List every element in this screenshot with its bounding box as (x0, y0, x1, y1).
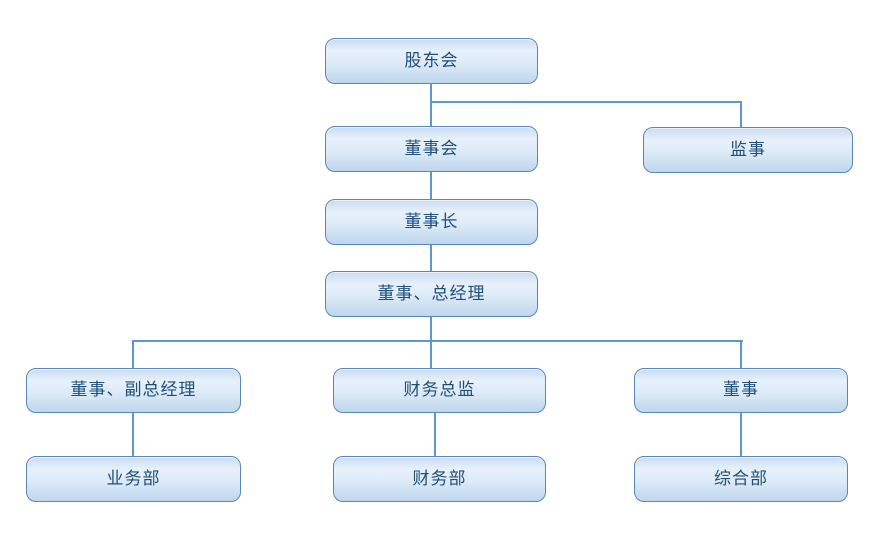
org-node-label: 财务部 (412, 468, 467, 489)
connector-drop-deputy-gm (132, 340, 134, 369)
connector-gm-stem (430, 316, 432, 369)
org-node-director-deputy-general-manager[interactable]: 董事、副总经理 (26, 368, 241, 413)
org-node-label: 董事长 (404, 211, 459, 232)
connector-branch-to-supervisor (431, 101, 742, 103)
connector-director-to-general-dept (740, 412, 742, 457)
org-node-label: 董事、总经理 (377, 283, 486, 304)
org-node-label: 业务部 (106, 468, 161, 489)
connector-gm-horizontal-bar (132, 340, 743, 342)
connector-chairman-to-gm (430, 244, 432, 272)
org-node-label: 监事 (730, 139, 766, 160)
connector-shareholders-to-board (430, 83, 432, 127)
org-node-chairman[interactable]: 董事长 (325, 199, 538, 245)
org-node-label: 董事 (723, 380, 759, 400)
org-node-director[interactable]: 董事 (634, 368, 848, 413)
org-node-director-general-manager[interactable]: 董事、总经理 (325, 271, 538, 317)
org-node-label: 综合部 (714, 468, 768, 489)
org-node-label: 财务总监 (403, 380, 476, 400)
org-node-label: 董事会 (404, 138, 459, 159)
org-node-label: 股东会 (404, 50, 459, 71)
org-node-business-department[interactable]: 业务部 (26, 456, 241, 502)
org-node-finance-department[interactable]: 财务部 (333, 456, 546, 502)
org-node-finance-director[interactable]: 财务总监 (333, 368, 546, 413)
org-node-label: 董事、副总经理 (70, 380, 197, 400)
connector-board-to-chairman (430, 171, 432, 200)
connector-deputy-gm-to-business-dept (132, 412, 134, 457)
org-node-general-department[interactable]: 综合部 (634, 456, 848, 502)
connector-drop-director (740, 340, 742, 369)
org-node-shareholders-meeting[interactable]: 股东会 (325, 38, 538, 84)
connector-cfo-to-finance-dept (434, 412, 436, 457)
org-node-supervisor[interactable]: 监事 (643, 127, 853, 173)
connector-supervisor-drop (740, 101, 742, 129)
org-node-board-of-directors[interactable]: 董事会 (325, 126, 538, 172)
